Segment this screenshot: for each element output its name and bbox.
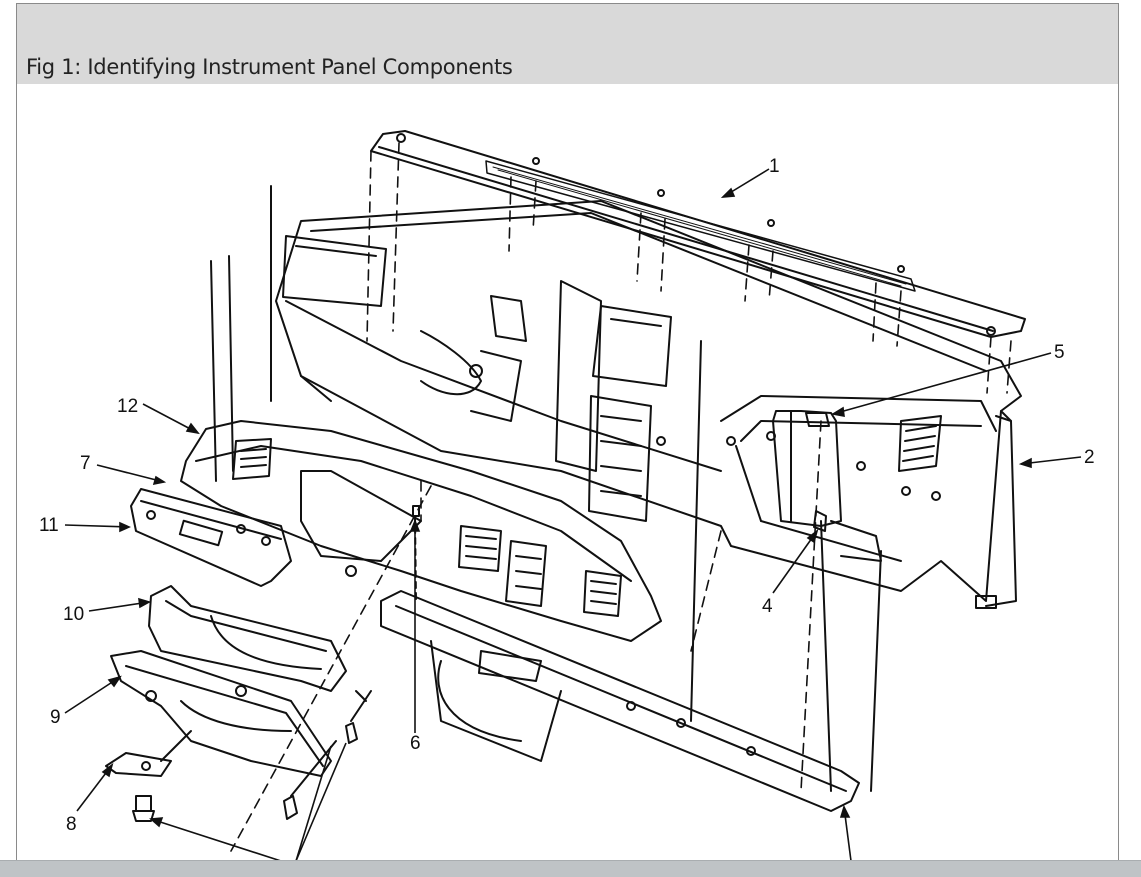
knee-bolster-bracket — [148, 585, 347, 692]
side-bracket — [772, 410, 882, 562]
callout-11: 11 — [39, 515, 59, 536]
instrument-panel-carrier — [275, 200, 1022, 609]
upper-trim-panel — [370, 130, 1026, 338]
callout-10: 10 — [63, 604, 84, 625]
alignment-lines — [230, 142, 1012, 852]
lower-bracket — [105, 730, 192, 822]
callout-5: 5 — [1054, 342, 1065, 363]
callout-12: 12 — [117, 396, 138, 417]
instrument-panel-trim-cover — [180, 420, 662, 642]
bottom-scroll-strip — [0, 860, 1141, 877]
callout-7: 7 — [80, 453, 91, 474]
leader-lines — [64, 168, 1082, 862]
figure-frame: Fig 1: Identifying Instrument Panel Comp… — [16, 3, 1119, 864]
lower-support-bar — [380, 590, 860, 812]
callout-9: 9 — [50, 707, 61, 728]
callout-4: 4 — [762, 596, 773, 617]
instrument-panel-diagram: 1 2 4 5 6 7 8 9 10 11 12 — [39, 130, 1095, 862]
figure-title-bar: Fig 1: Identifying Instrument Panel Comp… — [17, 4, 1118, 84]
callout-1: 1 — [769, 156, 780, 177]
callout-6: 6 — [410, 733, 421, 754]
figure-title: Fig 1: Identifying Instrument Panel Comp… — [26, 55, 513, 79]
support-lines — [210, 185, 882, 792]
callout-8: 8 — [66, 814, 77, 835]
callout-2: 2 — [1084, 447, 1095, 468]
left-switch-bezel — [130, 488, 292, 587]
knee-bolster — [110, 650, 332, 777]
